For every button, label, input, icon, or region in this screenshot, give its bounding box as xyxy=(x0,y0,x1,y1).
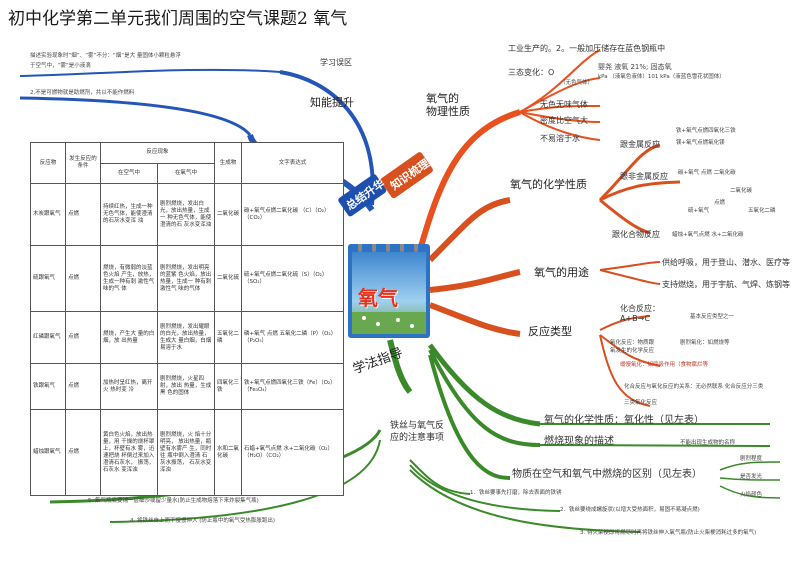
table-header: 生成物 xyxy=(214,142,242,184)
physical-title: 氧气的 物理性质 xyxy=(426,92,470,118)
table-row: 蜡烛跟氧气 点燃 黄白色火焰，放出热量，用 干燥的烧杯罩 上，杯壁有水 雾，迅速… xyxy=(30,409,344,496)
cell-equation: 碳+氧气点燃二氧化碳 （C）（O₂）（CO₂） xyxy=(241,183,344,246)
table-row: 木炭跟氧气 点燃 持续红热，生成一种无色气体，能使澄清 的石灰水变浑 浊 剧烈燃… xyxy=(30,183,344,246)
study-zone-label: 学习误区 xyxy=(320,58,352,67)
left-note-1b: 于空气中，“雾”是小液滴 xyxy=(30,63,91,69)
cell-product: 水和二氧化碳 xyxy=(214,409,242,496)
reaction-relation2: 三类氧化反应 xyxy=(624,400,658,406)
page-title: 初中化学第二单元我们周围的空气课题2 氧气 xyxy=(8,9,348,29)
table-header: 反应现象 xyxy=(100,142,215,164)
uses-combustion: 支持燃烧，用于宇航、气焊、炼钢等 xyxy=(662,280,790,289)
reaction-combo-formula: A+B→C xyxy=(620,314,650,323)
chemical-nonmetal-eq1: 碳+氧气 点燃 二氧化碳 xyxy=(678,170,736,176)
method-combustion-note: 不能出现生成物的名称 xyxy=(680,440,736,446)
method-chem-prop: 氧气的化学性质：氧化性（见左表） xyxy=(544,415,704,426)
cell-reactant: 红磷跟氧气 xyxy=(30,311,66,364)
table-row: 红磷跟氧气 点燃 燃烧，产生大 量的白烟，放 出热量 剧烈燃烧，发出耀眼的白光，… xyxy=(30,311,344,364)
table-header: 反应物 xyxy=(30,142,66,184)
reaction-combo: 化合反应： xyxy=(620,304,660,313)
iron-note-3: 3. 待火柴梗即将燃尽时再将铁丝伸入氧气瓶(防止火柴梗消耗过多的氧气) xyxy=(580,530,757,536)
cell-equation: 磷+氧气 点燃 五氧化二磷（P）（O₂）（P₂O₅） xyxy=(241,311,344,364)
cell-product: 二氧化硫 xyxy=(214,245,242,312)
physical-color: 无色无味气体 xyxy=(540,100,588,109)
cell-product: 四氧化三铁 xyxy=(214,363,242,410)
cell-air: 持续红热，生成一种无色气体，能使澄清 的石灰水变浑 浊 xyxy=(100,183,158,246)
uses-title: 氧气的用途 xyxy=(534,266,589,279)
cell-oxygen: 剧烈燃烧，发出耀眼的白光，放出热量，生成大 量白烟，白烟 易溶于水 xyxy=(157,311,215,364)
chemical-compound-eq: 蜡烛+氧气点燃 水+二氧化碳 xyxy=(672,232,744,238)
cell-oxygen: 剧烈燃烧，发出明亮的蓝紫 色火焰，放出热量，生成一 种有刺激性气 味的气体 xyxy=(157,245,215,312)
reaction-title: 反应类型 xyxy=(528,325,572,338)
cell-product: 二氧化碳 xyxy=(214,183,242,246)
iron-note-1: 1．铁丝要事先打磨，除去表面的铁锈 xyxy=(470,490,562,496)
banner-summary-knowledge: 总结升华 知识梳理 xyxy=(334,140,445,241)
cell-reactant: 铁跟氧气 xyxy=(30,363,66,410)
chemical-metal: 跟金属反应 xyxy=(620,140,660,149)
cell-condition: 点燃 xyxy=(65,311,101,364)
physical-industry: 工业生产的。2。一般加压储存在蓝色钢瓶中 xyxy=(508,44,666,53)
cell-oxygen: 剧烈燃烧，火 焰十分明亮， 放出热量，瓶 壁有水雾产 生，同时往 瓶中倒入澄清 … xyxy=(157,409,215,496)
table-subheader: 在空气中 xyxy=(100,162,158,184)
table-row: 硫跟氧气 点燃 燃烧，有微弱的淡蓝色火焰 产生，放热，生成一种有刺 激性气味的气… xyxy=(30,245,344,312)
chemical-nonmetal-eq2: 二氧化碳 xyxy=(730,188,753,194)
physical-three-state-note: （无色气体） xyxy=(560,80,594,86)
table-row: 铁跟氧气 点燃 加热时呈红热，离开火 热时变 冷 剧烈燃烧，火星四射，放出 热量… xyxy=(30,363,344,410)
chemical-compound: 跟化合物反应 xyxy=(612,230,660,239)
reaction-table: 反应物 发生反应的条件 反应现象 生成物 文字表达式 在空气中 在氧气中 木炭跟… xyxy=(30,142,344,496)
physical-three-state-detail: 婴尧 液氧 21%; 固态氧 xyxy=(598,63,672,71)
reaction-relation: 化合反应与氧化反应的关系：无必然联系 化合反应分三类 xyxy=(624,384,764,390)
iron-note-2: 2．铁丝要绕成螺旋状(以增大受热面积，易固不易凝点燃) xyxy=(560,507,700,513)
cell-air: 黄白色火焰，放出热量，用 干燥的烧杯罩 上，杯壁有水 雾，迅速把烧 杯倒过来加入… xyxy=(100,409,158,496)
chemical-nonmetal-eq4: 五氧化二磷 xyxy=(748,208,776,214)
left-note-1: 描述实验现象时“烟”、“雾”不分：“烟”是大 量固体小颗粒悬浮 xyxy=(30,53,181,59)
method-combustion: 燃烧现象的描述 xyxy=(544,436,614,447)
cell-air: 加热时呈红热，离开火 热时变 冷 xyxy=(100,363,158,410)
chemical-nonmetal: 跟非金属反应 xyxy=(620,172,668,181)
ability-label: 知能提升 xyxy=(310,96,354,109)
cell-product: 五氧化二磷 xyxy=(214,311,242,364)
cell-condition: 点燃 xyxy=(65,245,101,312)
cell-reactant: 木炭跟氧气 xyxy=(30,183,66,246)
reaction-basic: 基本反应类型之一 xyxy=(690,314,735,320)
cell-equation: 石蜡+氧气点燃 水+二氧化碳（O₂）（H₂O）（CO₂） xyxy=(241,409,344,496)
chemical-nonmetal-eq3: 硫+氧气 xyxy=(688,208,710,214)
cell-condition: 点燃 xyxy=(65,409,101,496)
cell-oxygen: 剧烈燃烧，发出白光，放出热量，生成一 种无色气体，能使澄清的石 灰水变浑浊 xyxy=(157,183,215,246)
cell-air: 燃烧，有微弱的淡蓝色火焰 产生，放热，生成一种有刺 激性气味的气 体 xyxy=(100,245,158,312)
reaction-slow: 缓慢氧化：如呼吸作用（食物腐烂等 xyxy=(620,362,709,368)
cell-equation: 铁+氧气点燃四氧化三铁（Fe）（O₂）（Fe₃O₄） xyxy=(241,363,344,410)
physical-three-state: 三态变化：O xyxy=(508,68,555,77)
method-diff-light: 是否发光 xyxy=(740,474,763,480)
method-diff-flame: 火焰颜色 xyxy=(740,492,763,498)
cell-reactant: 蜡烛跟氧气 xyxy=(30,409,66,496)
left-note-2: 2.不是可燃物就是助燃剂，共以不能作燃料 xyxy=(30,90,135,96)
table-header: 发生反应的条件 xyxy=(65,142,101,184)
chemical-metal-eq1: 铁+氧气点燃四氧化三铁 xyxy=(676,128,736,134)
cell-oxygen: 剧烈燃烧，火星四射，放出 热量，生成黑 色的固体 xyxy=(157,363,215,410)
method-iron: 铁丝与氧气反 应的注意事项 xyxy=(390,421,445,443)
iron-note-4: 4. 将铁丝自上而下慢慢伸入 (防止瓶中的氧气受热膨胀跑出) xyxy=(130,518,276,524)
cell-condition: 点燃 xyxy=(65,363,101,410)
method-diff-intensity: 剧烈程度 xyxy=(740,456,763,462)
cell-reactant: 硫跟氧气 xyxy=(30,245,66,312)
table-subheader: 在氧气中 xyxy=(157,162,215,184)
physical-density: 密度比空气大 xyxy=(540,116,588,125)
reaction-fast: 剧烈氧化：如燃烧等 xyxy=(680,340,730,346)
center-card: 氧气 xyxy=(348,240,430,338)
method-difference: 物质在空气和氧气中燃烧的区别（见左表） xyxy=(512,469,702,480)
uses-breathing: 供给呼吸，用于登山、潜水、医疗等 xyxy=(662,258,790,267)
physical-three-state-detail2: kPa （液氧色液体）101 kPa（液蓝色雪花状固体） xyxy=(598,74,725,80)
cell-air: 燃烧，产生大 量的白烟，放 出热量 xyxy=(100,311,158,364)
chemical-metal-eq1b: 镁+氧气点燃氧化镁 xyxy=(676,140,725,146)
cell-condition: 点燃 xyxy=(65,183,101,246)
center-label: 氧气 xyxy=(358,286,398,310)
iron-note-5: 5. 集气瓶底要铺一层细沙或留少量水(防止生成物熔落下来炸裂集气瓶) xyxy=(88,498,259,504)
chemical-nonmetal-eq5: 点燃 xyxy=(714,200,726,206)
physical-solubility: 不易溶于水 xyxy=(540,134,580,143)
chemical-title: 氧气的化学性质 xyxy=(510,178,587,191)
reaction-oxidation2: 氧发生的化学反应 xyxy=(610,348,655,354)
reaction-oxidation: 氧化反应：物质跟 xyxy=(610,340,655,346)
cell-equation: 硫+氧气点燃二氧化硫（S）（O₂）（SO₂） xyxy=(241,245,344,312)
table-header: 文字表达式 xyxy=(241,142,344,184)
